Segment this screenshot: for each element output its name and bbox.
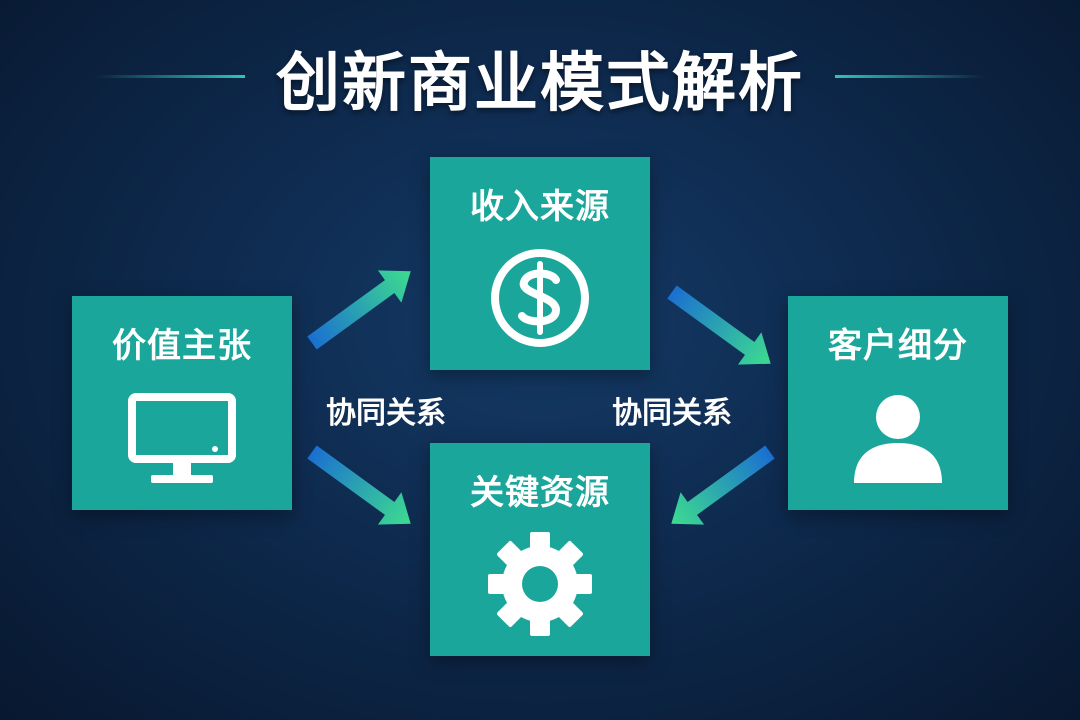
box-revenue: 收入来源 <box>430 157 650 370</box>
arrow-value-to-resources <box>307 445 411 525</box>
box-value-proposition: 价值主张 <box>72 296 292 510</box>
title-divider-right <box>835 75 985 78</box>
monitor-icon <box>128 393 236 483</box>
title-area: 创新商业模式解析 <box>0 28 1080 128</box>
arrow-customer-to-resources <box>671 445 775 525</box>
box-key-resources-label: 关键资源 <box>470 473 610 513</box>
box-customer-segment: 客户细分 <box>788 296 1008 510</box>
box-value-proposition-label: 价值主张 <box>112 326 252 366</box>
page-title: 创新商业模式解析 <box>276 47 804 121</box>
arrow-value-to-revenue <box>307 270 411 350</box>
relation-label-left: 协同关系 <box>326 396 446 431</box>
arrow-revenue-to-customer <box>667 285 771 365</box>
box-key-resources: 关键资源 <box>430 443 650 656</box>
relation-label-right: 协同关系 <box>612 396 732 431</box>
gear-icon <box>488 532 592 636</box>
user-icon <box>854 395 942 483</box>
box-revenue-label: 收入来源 <box>470 187 610 227</box>
box-customer-segment-label: 客户细分 <box>828 326 968 366</box>
dollar-icon <box>491 249 589 347</box>
title-divider-left <box>95 75 245 78</box>
